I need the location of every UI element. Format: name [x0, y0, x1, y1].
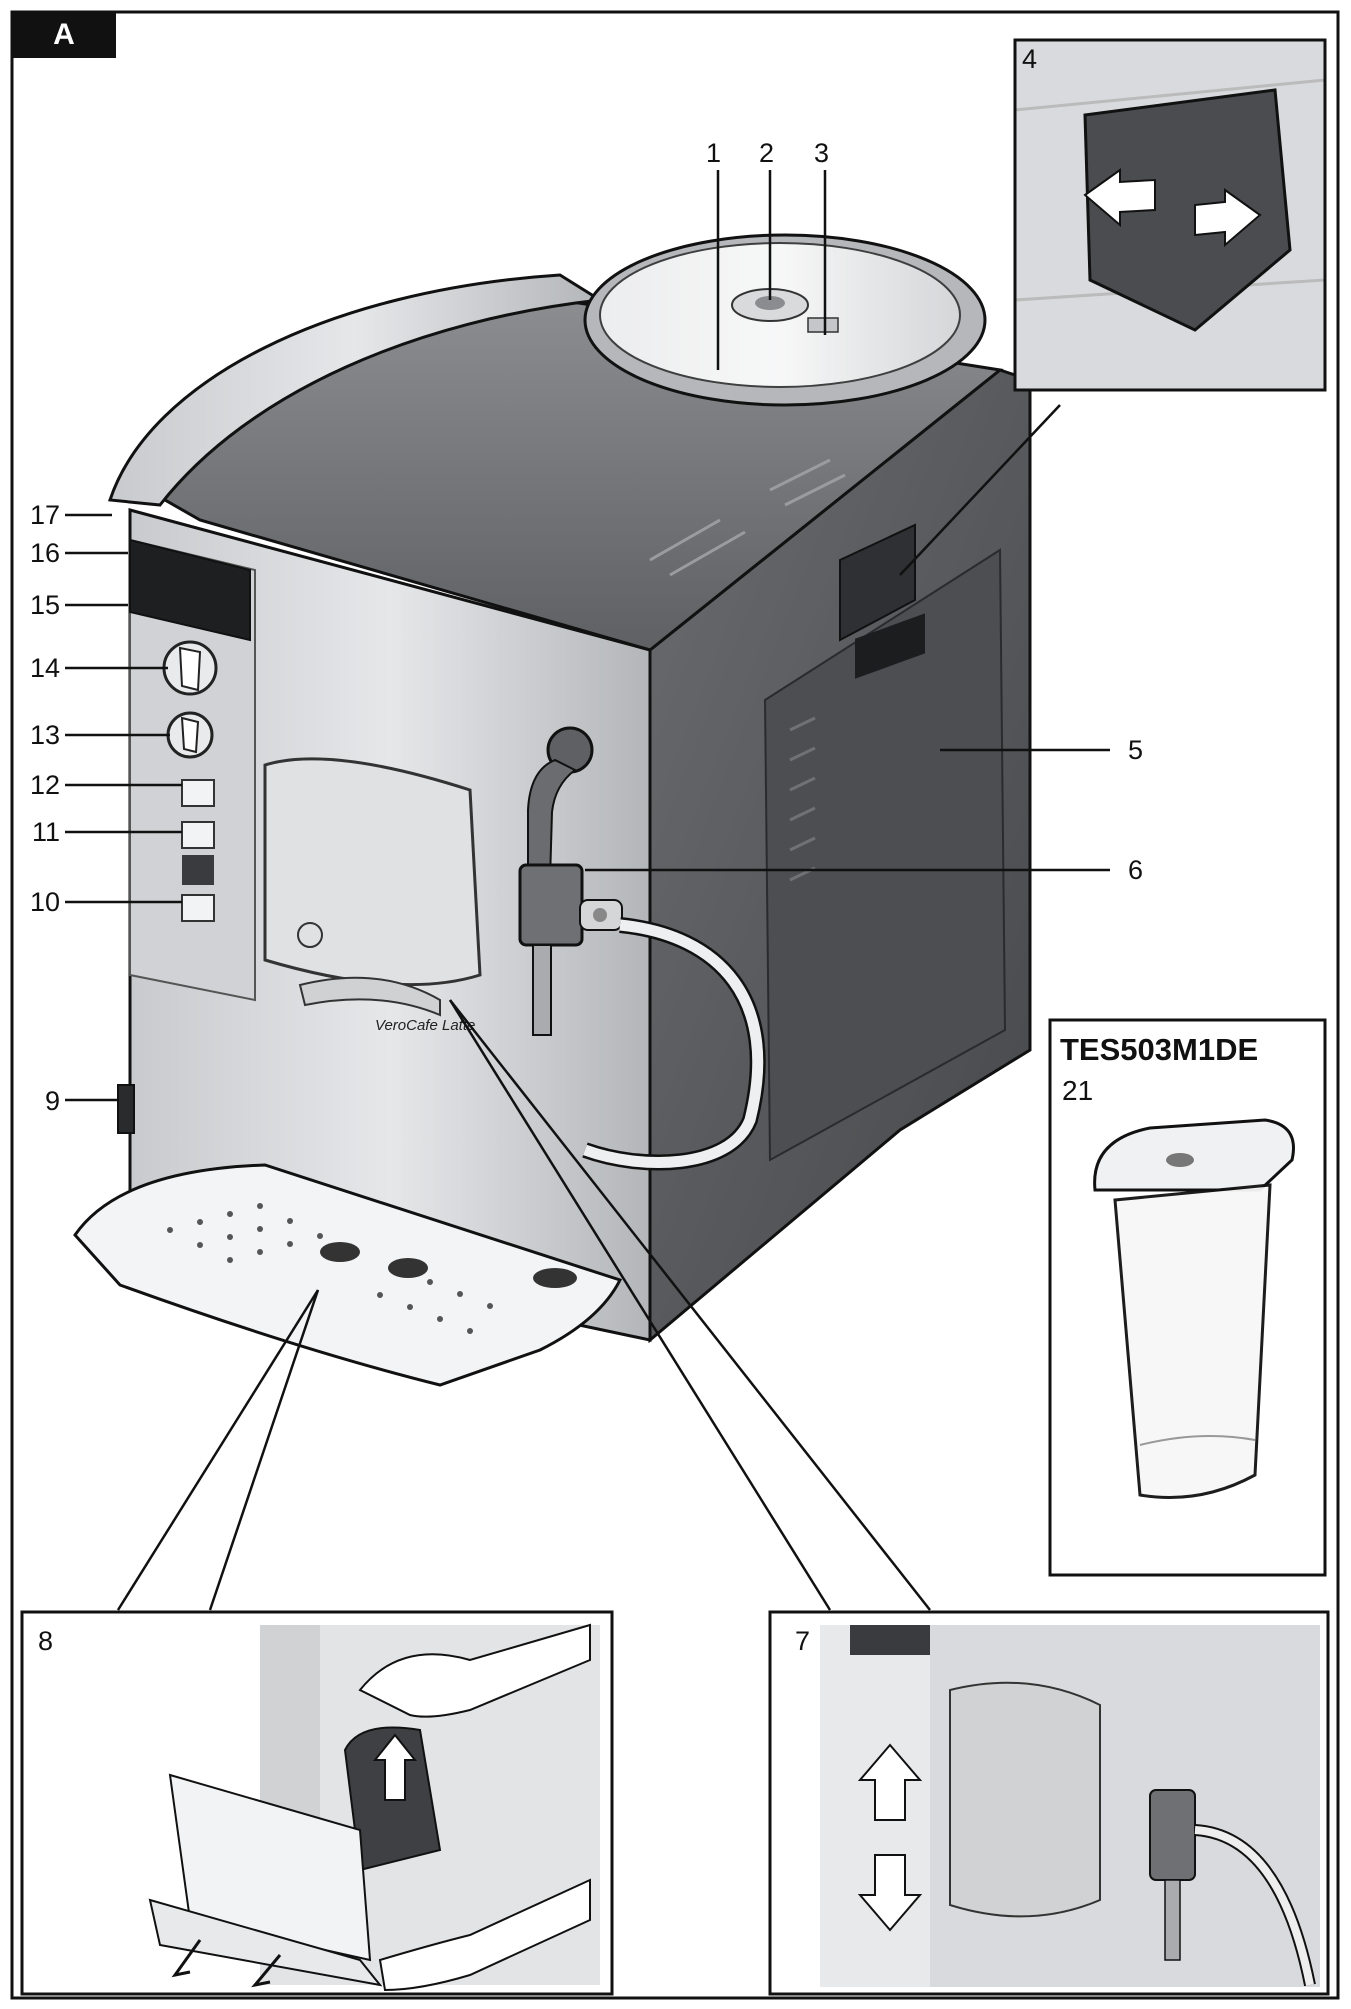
coffee-outlet	[298, 976, 441, 1017]
arrow-down-icon-7	[857, 1854, 923, 1932]
callout-2: 2	[759, 138, 775, 168]
inset-8-illustration	[148, 1623, 600, 1992]
drip-tray-hole-3	[533, 1268, 577, 1288]
tank-handle-grip	[855, 613, 925, 679]
arrow-up-icon-7	[857, 1743, 923, 1821]
product-name-text: VeroCafe Latte	[375, 1017, 475, 1034]
drip-tray-grid	[167, 1203, 493, 1334]
callout-5: 5	[1128, 735, 1144, 765]
rotary-knob-14	[162, 640, 218, 696]
inset-7-illustration	[820, 1625, 1320, 1987]
callout-3: 3	[814, 138, 830, 168]
rotary-knob-13	[166, 711, 214, 759]
callout-9: 9	[44, 1086, 60, 1116]
top-vents	[649, 458, 846, 577]
coffee-dispenser-cover	[263, 757, 482, 987]
bean-hopper-knob-hole	[755, 296, 785, 310]
callout-17: 17	[29, 500, 60, 530]
drip-tray-hole-1	[320, 1242, 360, 1262]
leader-lines	[65, 170, 1110, 1611]
inset-4-illustration	[1014, 40, 1326, 390]
arrow-up-icon	[372, 1733, 418, 1801]
model-number: TES503M1DE	[1060, 1032, 1259, 1067]
button-11	[181, 821, 215, 849]
callout-6: 6	[1128, 855, 1144, 885]
brand-logo	[297, 922, 323, 948]
milk-tube-connector	[579, 899, 623, 931]
grind-setting-lever	[807, 317, 839, 333]
tank-handle	[839, 523, 916, 642]
display-screen	[129, 538, 251, 642]
arrow-out-left-icon	[171, 1939, 202, 1978]
power-switch	[117, 1084, 135, 1134]
callout-7: 7	[795, 1626, 811, 1656]
arrow-out-right-icon	[251, 1954, 282, 1988]
water-tank-panel	[763, 548, 1007, 1162]
callout-11: 11	[31, 817, 60, 847]
indicator-panel	[182, 855, 214, 885]
frother-nozzle	[532, 944, 552, 1036]
callout-4: 4	[1022, 44, 1038, 74]
outer-frame	[10, 10, 1340, 2000]
callout-15: 15	[29, 590, 60, 620]
frother-housing	[518, 863, 584, 947]
drip-tray	[73, 1163, 623, 1387]
milk-container-illustration	[1093, 1118, 1295, 1499]
callout-21: 21	[1062, 1075, 1094, 1106]
arrow-left-icon	[1083, 168, 1156, 228]
inset-4-border	[1013, 38, 1327, 392]
inset-8-border	[20, 1610, 614, 1996]
button-12	[181, 779, 215, 807]
callout-14: 14	[29, 653, 60, 683]
callout-13: 13	[29, 720, 60, 750]
arrow-right-icon	[1194, 188, 1262, 248]
callout-8: 8	[38, 1626, 54, 1656]
machine-top-rim	[107, 273, 605, 507]
milk-tube-inner	[583, 919, 764, 1168]
button-10	[181, 894, 215, 922]
section-label: A	[12, 12, 116, 58]
callout-12: 12	[29, 770, 60, 800]
callout-16: 16	[29, 538, 60, 568]
inset-7-border	[768, 1610, 1330, 1996]
callout-10: 10	[29, 887, 60, 917]
callout-1: 1	[706, 138, 722, 168]
drip-tray-hole-2	[388, 1258, 428, 1278]
